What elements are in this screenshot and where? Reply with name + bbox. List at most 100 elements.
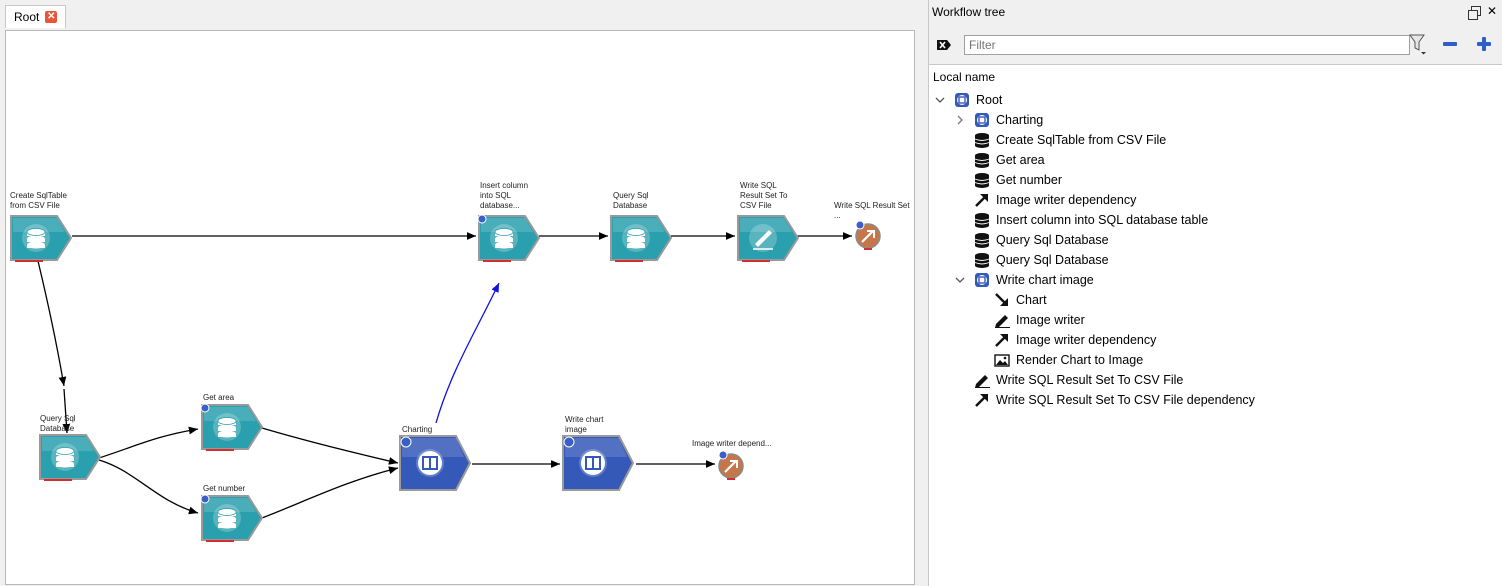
chevron-down-icon[interactable] <box>935 95 945 105</box>
expand-all-button[interactable] <box>1475 35 1493 53</box>
funnel-icon[interactable] <box>1409 33 1427 55</box>
tree-item[interactable]: Create SqlTable from CSV File <box>929 130 1502 150</box>
tree-item-label: Get number <box>996 173 1063 187</box>
tree-item[interactable]: Query Sql Database <box>929 250 1502 270</box>
node-imgdep[interactable] <box>718 450 744 480</box>
column-header-local-name: Local name <box>933 70 996 84</box>
database-icon <box>974 152 990 168</box>
tree-item[interactable]: Get area <box>929 150 1502 170</box>
chevron-down-icon[interactable] <box>955 275 965 285</box>
workflow-icon <box>974 272 990 288</box>
flow-graph <box>10 214 881 542</box>
tree-item-label: Insert column into SQL database table <box>996 213 1209 227</box>
workflow-editor: Root ✕ Create SqlTable from CSV File Inse… <box>0 0 922 585</box>
flow-edge <box>98 426 199 459</box>
database-icon <box>974 252 990 268</box>
flow-edge <box>261 466 399 519</box>
tree-item[interactable]: Write SQL Result Set To CSV File <box>929 370 1502 390</box>
tree-item-label: Query Sql Database <box>996 253 1109 267</box>
pen-icon <box>974 372 990 388</box>
node-writedep[interactable] <box>855 220 881 250</box>
flow-edge <box>261 427 399 465</box>
flow-edge <box>98 459 199 515</box>
filter-bar <box>929 24 1502 65</box>
workflow-tree-panel: Workflow tree ✕ Local name RootChartingC… <box>928 0 1502 586</box>
arrow-up-right-icon <box>974 392 990 408</box>
flow-edge <box>435 282 500 424</box>
flow-edge <box>37 260 67 387</box>
tree-item[interactable]: Image writer dependency <box>929 330 1502 350</box>
tree-item[interactable]: Write chart image <box>929 270 1502 290</box>
tree-item-label: Write SQL Result Set To CSV File <box>996 373 1184 387</box>
tree-item-label: Chart <box>1016 293 1047 307</box>
tree-item-label: Image writer dependency <box>996 193 1137 207</box>
tree-item-label: Query Sql Database <box>996 233 1109 247</box>
node-label-writedep: Write SQL Result Set ... <box>834 201 910 220</box>
workflow-icon <box>954 92 970 108</box>
tree-item-label: Image writer <box>1016 313 1085 327</box>
node-insert[interactable] <box>477 214 541 262</box>
node-label-charting: Charting <box>402 425 433 434</box>
node-query2[interactable] <box>39 434 102 481</box>
clear-filter-icon[interactable] <box>937 40 951 50</box>
flow-edges <box>37 232 852 519</box>
node-create[interactable] <box>10 215 73 262</box>
tree-item[interactable]: Get number <box>929 170 1502 190</box>
tab-root[interactable]: Root ✕ <box>5 5 67 28</box>
arrow-down-right-icon <box>994 292 1010 308</box>
tree-item[interactable]: Image writer dependency <box>929 190 1502 210</box>
database-icon <box>974 172 990 188</box>
tree-item-label: Get area <box>996 153 1045 167</box>
node-label-getnumber: Get number <box>203 484 246 493</box>
workflow-icon <box>974 112 990 128</box>
panel-header: Workflow tree ✕ <box>929 0 1502 24</box>
panel-title: Workflow tree <box>932 5 1006 19</box>
node-label-imgdep: Image writer depend... <box>692 439 772 448</box>
flow-canvas[interactable]: Create SqlTable from CSV File Insert colu… <box>5 30 915 585</box>
tab-root-label: Root <box>14 10 40 24</box>
database-icon <box>974 232 990 248</box>
tree-item[interactable]: Image writer <box>929 310 1502 330</box>
tree-item-label: Render Chart to Image <box>1016 353 1144 367</box>
node-label-query1: Query Sql Database <box>613 191 649 210</box>
tree-item[interactable]: Charting <box>929 110 1502 130</box>
tree-item[interactable]: Root <box>929 90 1502 110</box>
database-icon <box>974 132 990 148</box>
tree-item-label: Write chart image <box>996 273 1094 287</box>
chevron-right-icon[interactable] <box>955 115 965 125</box>
tree-item-label: Create SqlTable from CSV File <box>996 133 1167 147</box>
node-label-insert: Insert column into SQL database... <box>480 181 529 210</box>
pen-icon <box>994 312 1010 328</box>
tree-item-label: Charting <box>996 113 1044 127</box>
tree-item[interactable]: Insert column into SQL database table <box>929 210 1502 230</box>
node-writechart[interactable] <box>562 435 635 491</box>
close-icon[interactable]: ✕ <box>45 11 58 23</box>
node-charting[interactable] <box>399 435 472 491</box>
tree-item[interactable]: Query Sql Database <box>929 230 1502 250</box>
node-label-getarea: Get area <box>203 393 235 402</box>
node-label-writecsv: Write SQL Result Set To CSV File <box>740 181 788 210</box>
node-label-create: Create SqlTable from CSV File <box>10 191 67 210</box>
node-getarea[interactable] <box>200 403 264 451</box>
collapse-all-button[interactable] <box>1441 35 1459 53</box>
tree-item-label: Write SQL Result Set To CSV File depende… <box>996 393 1255 407</box>
image-icon <box>994 352 1010 368</box>
filter-input[interactable] <box>964 35 1410 55</box>
tree-item[interactable]: Write SQL Result Set To CSV File depende… <box>929 390 1502 410</box>
tree-item-label: Root <box>976 93 1003 107</box>
node-writecsv[interactable] <box>737 215 800 262</box>
node-query1[interactable] <box>610 215 673 262</box>
node-label-query2: Query Sql Database <box>40 414 76 433</box>
close-panel-icon[interactable]: ✕ <box>1486 4 1497 18</box>
database-icon <box>974 212 990 228</box>
node-getnumber[interactable] <box>200 494 264 542</box>
tree-item-label: Image writer dependency <box>1016 333 1157 347</box>
tree-item[interactable]: Render Chart to Image <box>929 350 1502 370</box>
arrow-up-right-icon <box>994 332 1010 348</box>
tab-bar: Root ✕ <box>0 0 922 28</box>
restore-icon[interactable] <box>1468 6 1481 20</box>
flow-nodes <box>10 214 881 542</box>
node-label-writechart: Write chart image <box>565 415 604 434</box>
tree-item[interactable]: Chart <box>929 290 1502 310</box>
